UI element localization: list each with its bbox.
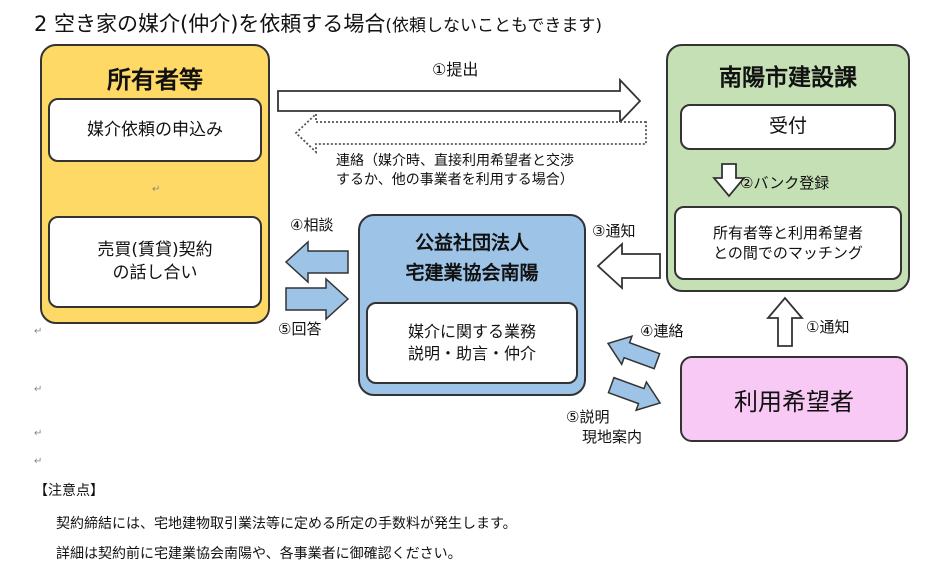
bank-register-arrow (712, 163, 746, 198)
association-heading-line1: 公益社団法人 (414, 232, 529, 254)
duties-line2: 説明・助言・仲介 (407, 344, 536, 363)
answer-arrow (285, 277, 350, 321)
city-office-heading: 南陽市建設課 (719, 65, 857, 91)
answer-label: ⑤回答 (278, 320, 322, 338)
notes-line2: 詳細は契約前に宅建業協会南陽や、各事業者に御確認ください。 (56, 546, 462, 562)
page-title: 2 空き家の媒介(仲介)を依頼する場合(依頼しないこともできます) (34, 8, 602, 38)
mediation-request-label: 媒介依頼の申込み (87, 119, 223, 140)
notify-applicant-label: ①通知 (806, 318, 850, 336)
matching-line2: との間でのマッチング (713, 244, 863, 262)
submit-arrow (277, 77, 642, 125)
matching-box: 所有者等と利用希望者 との間でのマッチング (674, 206, 902, 280)
consult-label: ④相談 (290, 216, 334, 234)
title-sub: (依頼しないこともできます) (385, 16, 603, 36)
consult-arrow (284, 240, 349, 284)
reception-label: 受付 (768, 115, 807, 138)
matching-line1: 所有者等と利用希望者 (712, 223, 863, 242)
association-heading-line2: 宅建業協会南陽 (405, 262, 539, 284)
paragraph-mark-icon: ↵ (34, 384, 43, 395)
owner-box: 所有者等 媒介依頼の申込み 売買(賃貸)契約 の話し合い (40, 44, 270, 324)
explain-label-line1: ⑤説明 (566, 408, 610, 426)
contact-applicant-label: ④連絡 (640, 322, 684, 340)
bank-register-label: ②バンク登録 (740, 174, 830, 192)
paragraph-mark-icon: ↵ (34, 428, 43, 439)
duties-line1: 媒介に関する業務 (407, 322, 536, 342)
realtor-association-box: 公益社団法人 宅建業協会南陽 媒介に関する業務 説明・助言・仲介 (358, 214, 586, 396)
paragraph-mark-icon: ↵ (34, 456, 43, 467)
submit-label: ①提出 (432, 60, 479, 79)
mediation-duties-box: 媒介に関する業務 説明・助言・仲介 (366, 302, 578, 384)
explain-label-line2: 現地案内 (582, 428, 643, 446)
contract-negotiation-box: 売買(賃貸)契約 の話し合い (48, 216, 262, 308)
negotiation-line1: 売買(賃貸)契約 (97, 240, 213, 261)
city-office-box: 南陽市建設課 受付 所有者等と利用希望者 との間でのマッチング (666, 44, 910, 292)
reception-box: 受付 (680, 104, 896, 150)
mediation-request-box: 媒介依頼の申込み (48, 98, 262, 162)
contact-label-line2: するか、他の事業者を利用する場合） (336, 172, 574, 188)
notify-applicant-arrow (766, 296, 804, 347)
contact-label-line1: 連絡（媒介時、直接利用希望者と交渉 (336, 153, 574, 169)
notes-line1: 契約締結には、宅地建物取引業法等に定める所定の手数料が発生します。 (56, 516, 517, 532)
owner-heading: 所有者等 (107, 66, 203, 94)
applicant-box: 利用希望者 (680, 356, 908, 442)
notify-arrow (596, 241, 661, 291)
paragraph-mark-icon: ↵ (152, 184, 161, 195)
explain-arrow (607, 376, 662, 412)
applicant-label: 利用希望者 (734, 387, 854, 416)
title-main: 2 空き家の媒介(仲介)を依頼する場合 (34, 12, 386, 36)
negotiation-line2: の話し合い (112, 263, 198, 283)
contact-dotted-arrow (294, 111, 647, 155)
notes-heading: 【注意点】 (34, 483, 104, 499)
paragraph-mark-icon: ↵ (34, 326, 43, 337)
contact-applicant-arrow (606, 334, 661, 370)
notify-owner-label: ③通知 (592, 222, 636, 240)
